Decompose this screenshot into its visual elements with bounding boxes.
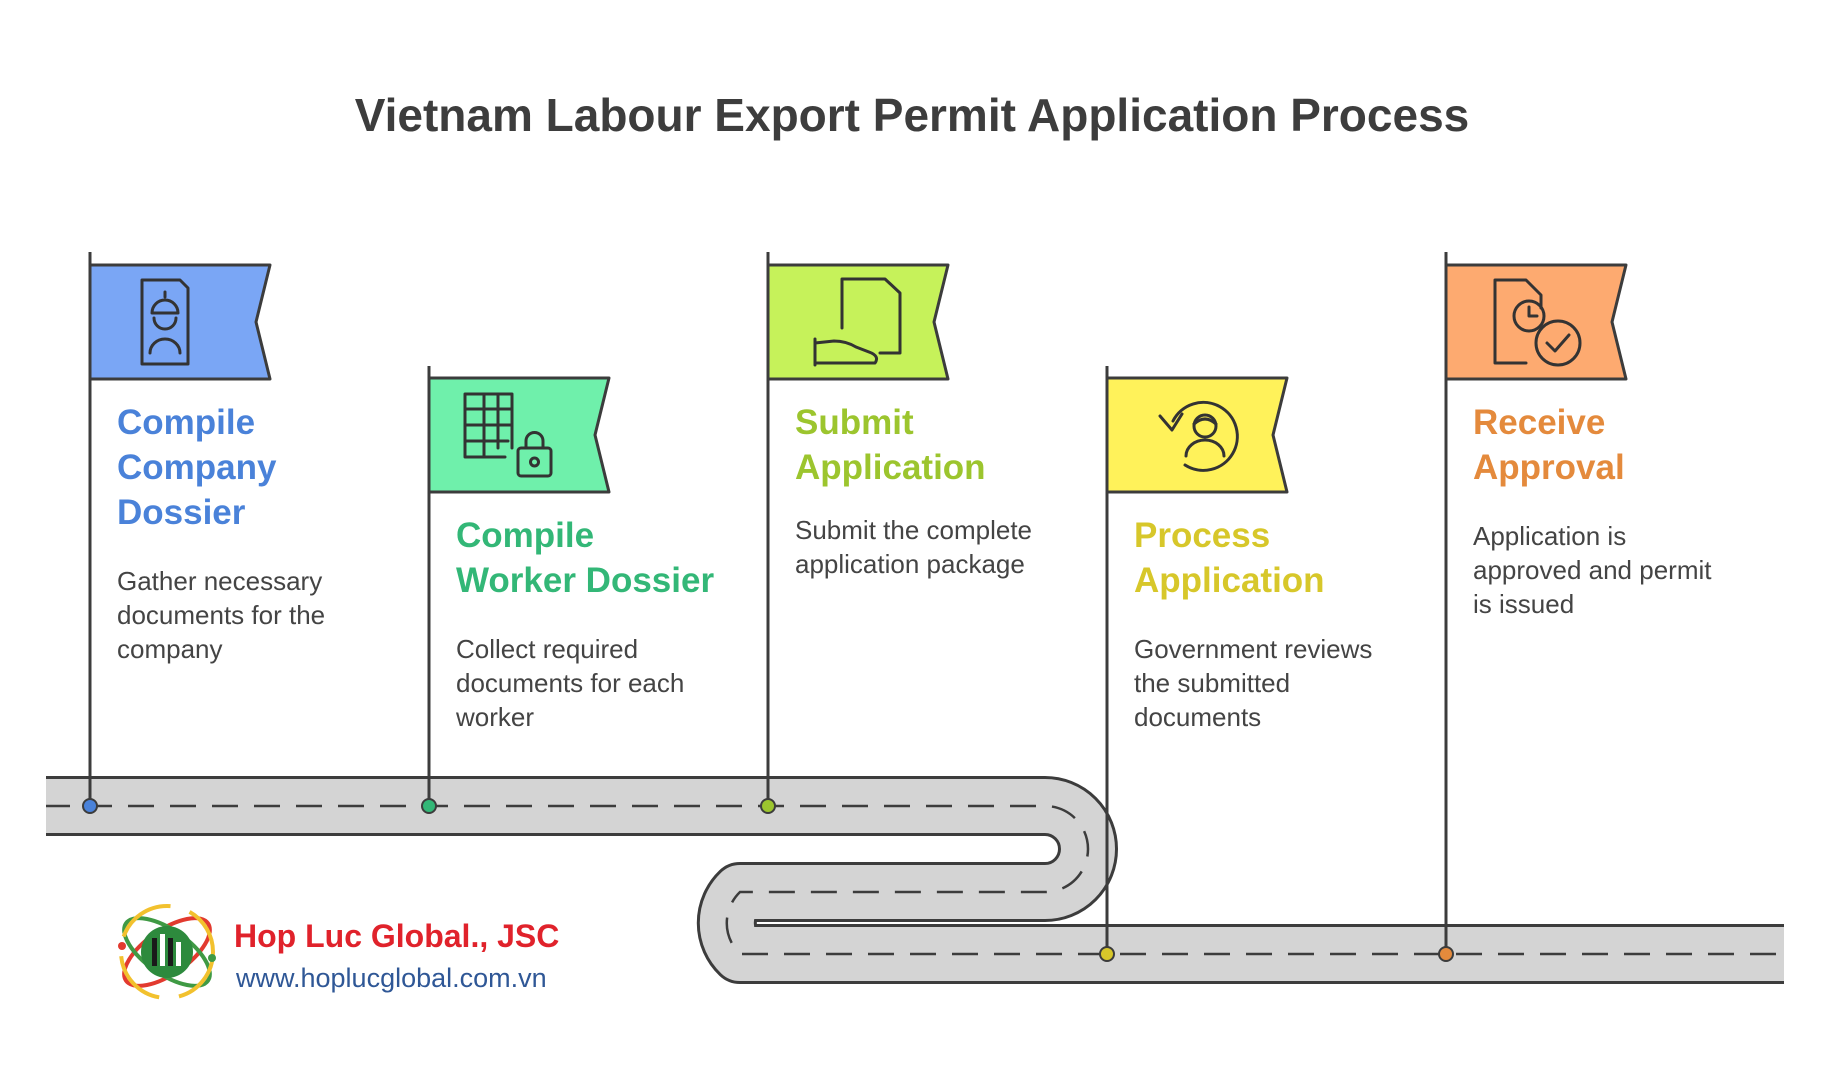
step-marker (1099, 946, 1115, 962)
brand-url-link[interactable]: www.hoplucglobal.com.vn (236, 963, 547, 993)
flag (88, 263, 272, 381)
description-line: approved and permit (1473, 555, 1712, 585)
step-submit-application (760, 252, 950, 814)
flag (427, 376, 611, 494)
step-marker (1438, 946, 1454, 962)
step-1-description: Gather necessary documents for the compa… (117, 564, 387, 666)
description-line: Government reviews (1134, 634, 1373, 664)
step-marker (82, 798, 98, 814)
step-compile-company-dossier (82, 252, 272, 814)
worker-document-icon (140, 278, 190, 366)
approved-document-icon (1493, 278, 1582, 367)
step-5-title: Receive Approval (1473, 400, 1773, 490)
step-receive-approval (1438, 252, 1628, 962)
description-line: worker (456, 702, 535, 732)
locked-table-icon (463, 392, 553, 478)
description-line: documents for each (456, 668, 685, 698)
title-line: Application (1134, 561, 1325, 600)
title-line: Submit (795, 403, 914, 442)
description-line: Gather necessary (117, 566, 323, 596)
description-line: documents for the (117, 600, 326, 630)
description-line: the submitted (1134, 668, 1291, 698)
step-process-application (1099, 366, 1289, 962)
step-3-description: Submit the complete application package (795, 513, 1095, 581)
step-1-title: Compile Company Dossier (117, 400, 417, 535)
brand-name: Hop Luc Global., JSC (234, 918, 560, 954)
title-line: Receive (1473, 403, 1606, 442)
title-line: Application (795, 448, 986, 487)
title-line: Compile (456, 516, 595, 555)
title-line: Process (1134, 516, 1271, 555)
description-line: Application is (1473, 521, 1627, 551)
reviewer-cycle-icon (1158, 400, 1239, 472)
description-line: Collect required (456, 634, 639, 664)
step-4-title: Process Application (1134, 513, 1434, 603)
hand-document-icon (813, 277, 902, 367)
title-line: Worker Dossier (456, 561, 715, 600)
road-end-left (40, 774, 46, 838)
hop-luc-global-logo (118, 904, 216, 1000)
step-marker (421, 798, 437, 814)
title-line: Approval (1473, 448, 1625, 487)
step-compile-worker-dossier (421, 366, 611, 814)
title-line: Dossier (117, 493, 246, 532)
step-4-description: Government reviews the submitted documen… (1134, 632, 1414, 734)
step-marker (760, 798, 776, 814)
description-line: company (117, 634, 223, 664)
road-end-right (1784, 922, 1792, 986)
title-line: Compile (117, 403, 256, 442)
page-title: Vietnam Labour Export Permit Application… (354, 89, 1470, 141)
step-5-description: Application is approved and permit is is… (1473, 519, 1753, 621)
road-centerline (44, 804, 1784, 956)
step-3-title: Submit Application (795, 400, 1095, 490)
step-2-description: Collect required documents for each work… (456, 632, 726, 734)
description-line: Submit the complete (795, 515, 1033, 545)
title-line: Company (117, 448, 277, 487)
description-line: application package (795, 549, 1025, 579)
description-line: documents (1134, 702, 1262, 732)
flag (766, 263, 950, 381)
description-line: is issued (1473, 589, 1575, 619)
step-2-title: Compile Worker Dossier (456, 513, 756, 603)
flag (1444, 263, 1628, 381)
